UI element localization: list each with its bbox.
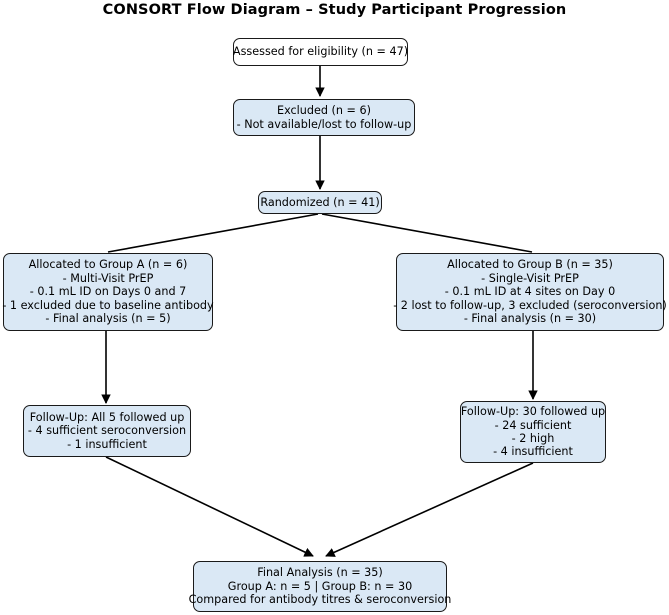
node-followup-group-b[interactable]: Follow-Up: 30 followed up - 24 sufficien… [460,401,606,463]
node-line: Allocated to Group A (n = 6) [28,258,188,272]
node-final-analysis[interactable]: Final Analysis (n = 35) Group A: n = 5 |… [189,561,451,612]
node-excluded[interactable]: Excluded (n = 6) - Not available/lost to… [233,99,415,136]
edge-followup-a-to-final [105,456,314,557]
node-line: - 4 sufficient seroconversion [27,424,187,438]
node-assessed-for-eligibility[interactable]: Assessed for eligibility (n = 47) [233,38,408,66]
node-line: - Single-Visit PrEP [481,271,579,285]
edge-randomized-to-group-b [321,213,533,253]
node-line: - 24 sufficient [494,418,572,432]
node-line: - 0.1 mL ID on Days 0 and 7 [29,285,187,299]
node-line: - 2 lost to follow-up, 3 excluded (seroc… [393,298,667,312]
node-line: Compared for antibody titres & seroconve… [188,593,452,607]
node-line: - Not available/lost to follow-up [236,117,412,131]
node-line: Follow-Up: 30 followed up [460,405,606,419]
node-line: Assessed for eligibility (n = 47) [232,45,409,59]
node-line: Group A: n = 5 | Group B: n = 30 [227,579,413,593]
node-line: - 2 high [511,432,555,445]
page-title: CONSORT Flow Diagram – Study Participant… [102,2,567,18]
node-line: - Final analysis (n = 5) [45,312,171,326]
node-line: - 1 excluded due to baseline antibody [2,298,214,312]
node-followup-group-a[interactable]: Follow-Up: All 5 followed up - 4 suffici… [23,405,191,457]
node-line: Final Analysis (n = 35) [257,566,383,580]
node-randomized[interactable]: Randomized (n = 41) [258,191,382,214]
node-line: - 0.1 mL ID at 4 sites on Day 0 [444,285,616,299]
edge-randomized-to-group-a [107,213,319,253]
node-allocated-group-a[interactable]: Allocated to Group A (n = 6) - Multi-Vis… [2,253,214,331]
node-line: - Multi-Visit PrEP [62,271,154,285]
edge-followup-b-to-final [325,462,534,557]
node-allocated-group-b[interactable]: Allocated to Group B (n = 35) - Single-V… [393,253,667,331]
node-line: Randomized (n = 41) [260,195,380,209]
node-line: - 4 insufficient [493,445,573,459]
node-line: Excluded (n = 6) [277,104,371,118]
node-line: - 1 insufficient [67,437,147,451]
node-line: - Final analysis (n = 30) [463,312,597,326]
node-line: Follow-Up: All 5 followed up [29,410,185,424]
node-line: Allocated to Group B (n = 35) [447,258,613,272]
